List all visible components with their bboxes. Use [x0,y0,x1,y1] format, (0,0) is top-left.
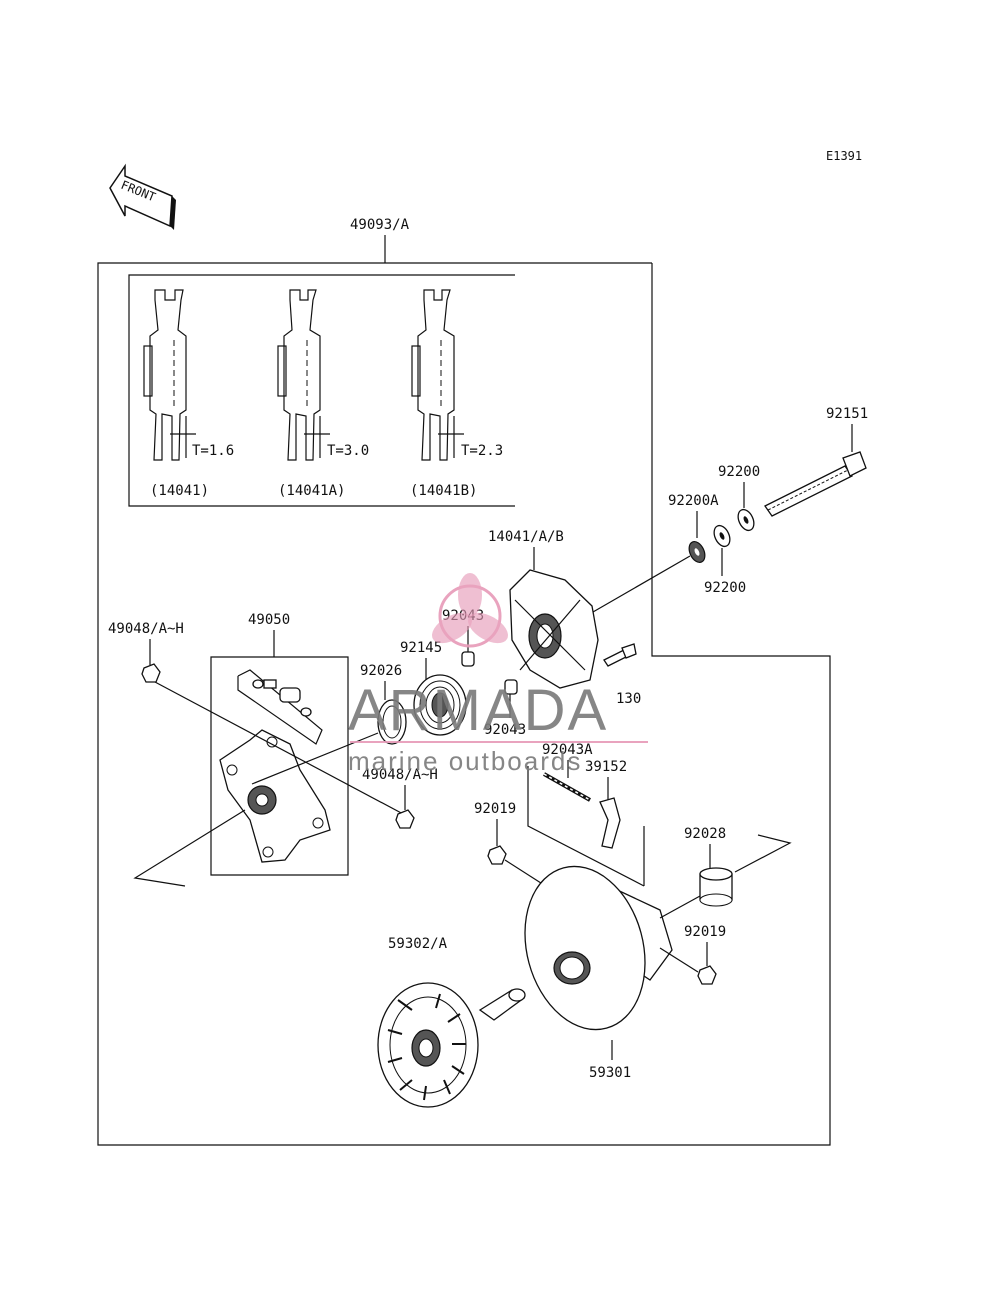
nut-mid-icon [395,809,415,829]
label-nut-92019-left: 92019 [474,801,516,817]
label-ring: 92026 [360,663,402,679]
pin-top-icon [461,651,475,667]
cover-profile-14041A [277,289,330,461]
watermark-tagline: marine outboards [348,746,582,776]
cover-icon [509,569,599,689]
spider-box [210,656,349,876]
label-washer-top: 92200 [718,464,760,480]
label-screw: 130 [616,691,641,707]
inset-part-1: (14041) [150,483,209,499]
arm-icon [599,797,621,849]
nut-92019-right-icon [697,965,717,985]
spider-rollers-box [237,669,323,745]
nut-92019-left-icon [487,845,507,865]
assembly-outline [97,262,831,1146]
roller-parts-icon [252,679,312,717]
label-washer-a: 92200A [668,493,719,509]
spring-icon [413,674,467,736]
label-washer-bottom: 92200 [704,580,746,596]
screw-icon [603,643,637,667]
bushing-icon [699,867,733,907]
movable-sheave-icon [524,865,673,1031]
label-fixed-sheave: 59302/A [388,936,448,952]
axis-line-bushing-bottom [659,895,701,919]
watermark-brand: ARMADA [348,678,608,743]
label-cover: 14041/A/B [488,529,564,545]
pin-a-icon [543,772,591,802]
label-spring: 92145 [400,640,442,656]
label-bolt: 92151 [826,406,868,422]
label-pin-bottom: 92043 [484,722,526,738]
axis-line-bushing-top [734,834,792,873]
inset-box [128,274,515,507]
label-assembly: 49093/A [350,217,410,233]
inset-part-3: (14041B) [410,483,477,499]
label-movable-sheave: 59301 [589,1065,631,1081]
cover-profile-14041B [411,289,464,461]
front-arrow-icon: FRONT [109,163,176,230]
nut-left-icon [141,663,161,683]
axis-line-nut [154,681,406,816]
axis-line-92019-right [659,947,699,973]
axis-line-lower-left [133,809,246,887]
label-nut-mid: 49048/A~H [362,767,438,783]
inset-part-2: (14041A) [278,483,345,499]
fixed-sheave-icon [377,982,526,1108]
axis-line-upper [592,555,691,613]
bolt-icon [764,451,867,517]
label-nut-left: 49048/A~H [108,621,184,637]
watermark-logo: ARMADA marine outboards [348,573,648,776]
inset-thickness-1: T=1.6 [192,443,234,459]
inset-thickness-3: T=2.3 [461,443,503,459]
label-pin-a: 92043A [542,742,593,758]
pin-bottom-icon [504,679,518,695]
spider-icon [219,729,331,863]
arm-box-left [527,766,645,887]
cover-profile-14041 [143,289,196,461]
inset-thickness-2: T=3.0 [327,443,369,459]
label-arm: 39152 [585,759,627,775]
label-spider: 49050 [248,612,290,628]
label-nut-92019-right: 92019 [684,924,726,940]
diagram-code: E1391 [826,149,862,163]
label-bushing: 92028 [684,826,726,842]
